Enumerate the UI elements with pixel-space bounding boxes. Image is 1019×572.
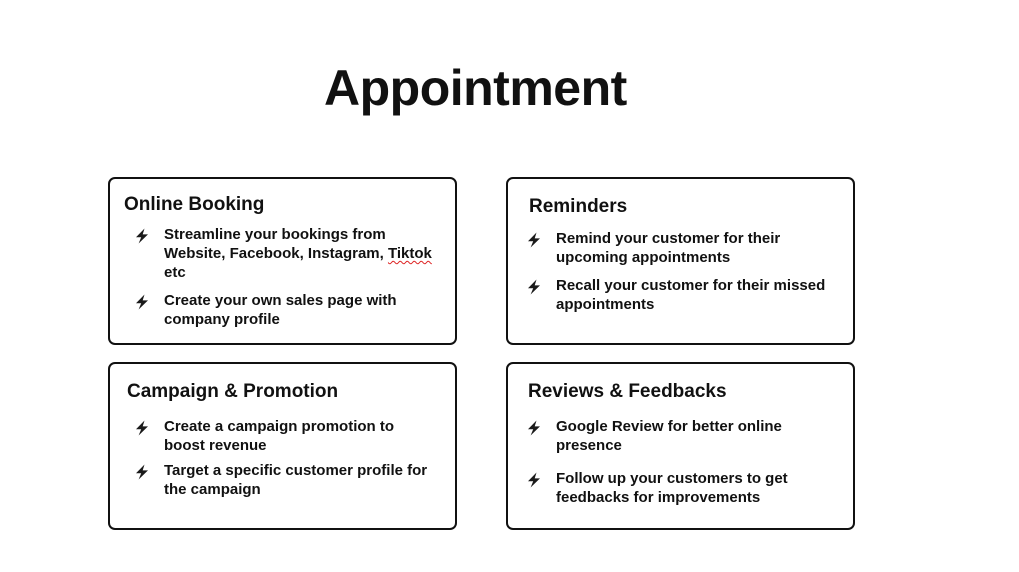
page-title: Appointment [324, 60, 627, 116]
spellcheck-word: Tiktok [387, 245, 432, 262]
bullet-text: Google Review for better online presence [556, 418, 782, 454]
bullet-text: Remind your customer for their upcoming … [556, 230, 781, 266]
campaign-promotion-title: Campaign & Promotion [127, 381, 339, 402]
list-item: Follow up your customers to get feedback… [526, 469, 826, 507]
list-item: Create your own sales page with company … [134, 291, 434, 329]
campaign-promotion-card: Campaign & Promotion Create a campaign p… [108, 362, 457, 530]
reminders-list: Remind your customer for their upcoming … [526, 229, 826, 314]
lightning-bolt-icon [134, 420, 150, 436]
lightning-bolt-icon [526, 232, 542, 248]
lightning-bolt-icon [134, 464, 150, 480]
campaign-promotion-list: Create a campaign promotion to boost rev… [134, 417, 434, 499]
lightning-bolt-icon [134, 294, 150, 310]
online-booking-title: Online Booking [124, 194, 265, 215]
lightning-bolt-icon [134, 228, 150, 244]
bullet-text: Recall your customer for their missed ap… [556, 277, 826, 313]
bullet-text: Streamline your bookings from Website, F… [164, 226, 432, 281]
lightning-bolt-icon [526, 472, 542, 488]
bullet-text: Create your own sales page with company … [164, 292, 397, 328]
reviews-feedbacks-title: Reviews & Feedbacks [528, 381, 727, 402]
list-item: Streamline your bookings from Website, F… [134, 225, 434, 282]
list-item: Target a specific customer profile for t… [134, 461, 434, 499]
bullet-text: Create a campaign promotion to boost rev… [164, 418, 395, 454]
reminders-title: Reminders [529, 196, 628, 217]
lightning-bolt-icon [526, 420, 542, 436]
list-item: Google Review for better online presence [526, 417, 826, 455]
online-booking-list: Streamline your bookings from Website, F… [134, 225, 434, 329]
bullet-text: Follow up your customers to get feedback… [556, 470, 788, 506]
lightning-bolt-icon [526, 279, 542, 295]
reviews-feedbacks-list: Google Review for better online presence… [526, 417, 826, 507]
bullet-text: Target a specific customer profile for t… [164, 462, 428, 498]
reviews-feedbacks-card: Reviews & Feedbacks Google Review for be… [506, 362, 855, 530]
list-item: Recall your customer for their missed ap… [526, 276, 826, 314]
reminders-card: Reminders Remind your customer for their… [506, 177, 855, 345]
online-booking-card: Online Booking Streamline your bookings … [108, 177, 457, 345]
list-item: Create a campaign promotion to boost rev… [134, 417, 434, 455]
list-item: Remind your customer for their upcoming … [526, 229, 826, 267]
